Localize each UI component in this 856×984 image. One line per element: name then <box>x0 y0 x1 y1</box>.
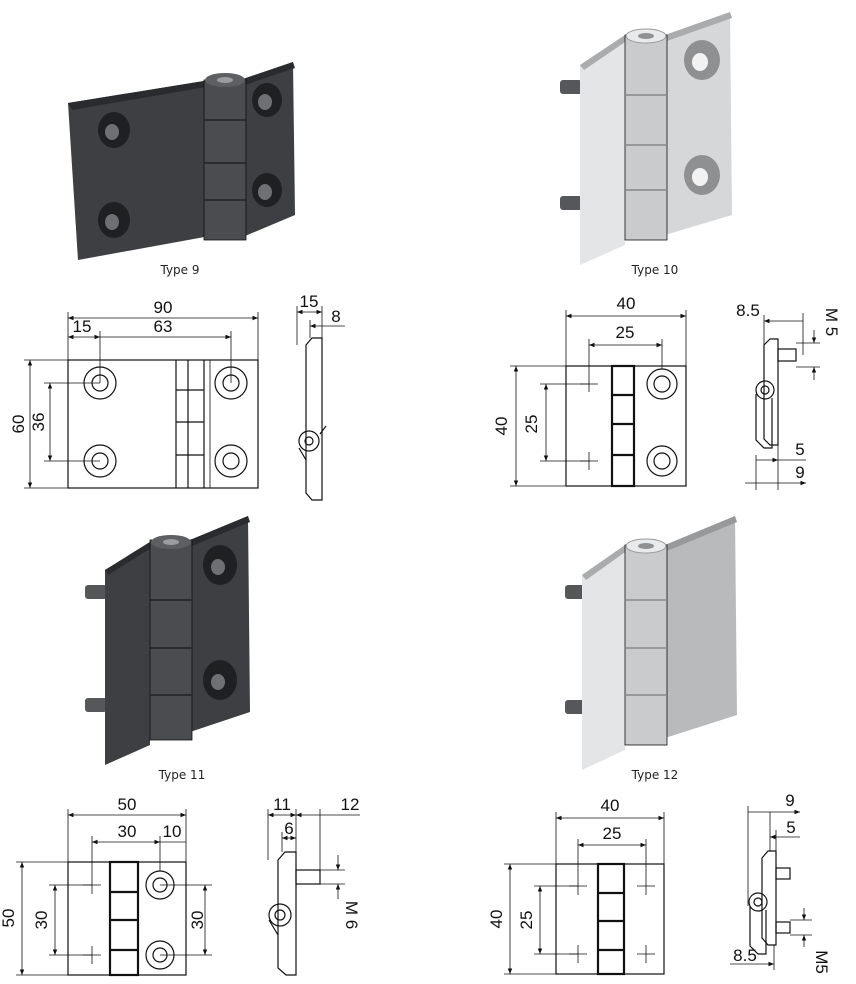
stud-bottom <box>560 196 582 210</box>
caption-type-11: Type 11 <box>158 768 206 782</box>
dim-label: 6 <box>284 819 293 838</box>
drawing-type-9-side <box>296 306 345 501</box>
dim-label: 15 <box>300 292 319 311</box>
dim-label: 30 <box>118 822 137 841</box>
dim-label: 40 <box>601 796 620 815</box>
dim-label: 15 <box>73 317 92 336</box>
dim-label: M 6 <box>342 901 361 929</box>
dim-label: 50 <box>0 909 18 928</box>
dim-label: 25 <box>522 415 541 434</box>
dim-label: 8.5 <box>736 301 760 320</box>
stud-top <box>560 80 582 94</box>
drawing-type-10-front <box>510 310 687 488</box>
hinge-type-10-render <box>560 12 732 265</box>
drawing-type-12-front <box>504 812 665 976</box>
dim-label: 8 <box>331 307 340 326</box>
dim-label: 40 <box>492 417 511 436</box>
drawing-type-11-side <box>267 809 360 976</box>
hinge-type-11-render <box>85 516 250 765</box>
dim-label: 25 <box>517 911 536 930</box>
dim-label: 25 <box>603 824 622 843</box>
dim-label: 30 <box>188 911 207 930</box>
drawing-type-12-side <box>730 806 812 970</box>
dim-label: 25 <box>616 323 635 342</box>
dim-label: 5 <box>786 818 795 837</box>
hinge-type-12-render <box>565 516 737 770</box>
dim-label: 12 <box>341 795 360 814</box>
dim-label: 11 <box>273 795 291 814</box>
dim-label: 30 <box>32 911 51 930</box>
dim-label: 63 <box>154 317 173 336</box>
caption-type-9: Type 9 <box>159 263 199 277</box>
dim-label: 50 <box>118 795 137 814</box>
dim-label: 40 <box>617 294 636 313</box>
dim-label: 9 <box>785 791 794 810</box>
dim-label: M5 <box>812 950 831 974</box>
caption-type-12: Type 12 <box>631 768 679 782</box>
dim-label: 40 <box>487 910 506 929</box>
hinge-type-9-render <box>68 62 295 260</box>
dim-label: 36 <box>29 413 48 432</box>
drawing-type-11-front <box>16 809 212 977</box>
caption-type-10: Type 10 <box>631 263 679 277</box>
drawing-type-9-front <box>24 312 259 489</box>
dim-label: 8.5 <box>733 946 757 965</box>
dim-label: M 5 <box>822 308 841 336</box>
dim-label: 5 <box>795 440 804 459</box>
drawing-type-10-side <box>745 313 820 490</box>
dim-label: 10 <box>163 822 182 841</box>
dim-label: 60 <box>9 415 28 434</box>
dim-label: 90 <box>154 298 173 317</box>
dim-label: 9 <box>795 463 804 482</box>
